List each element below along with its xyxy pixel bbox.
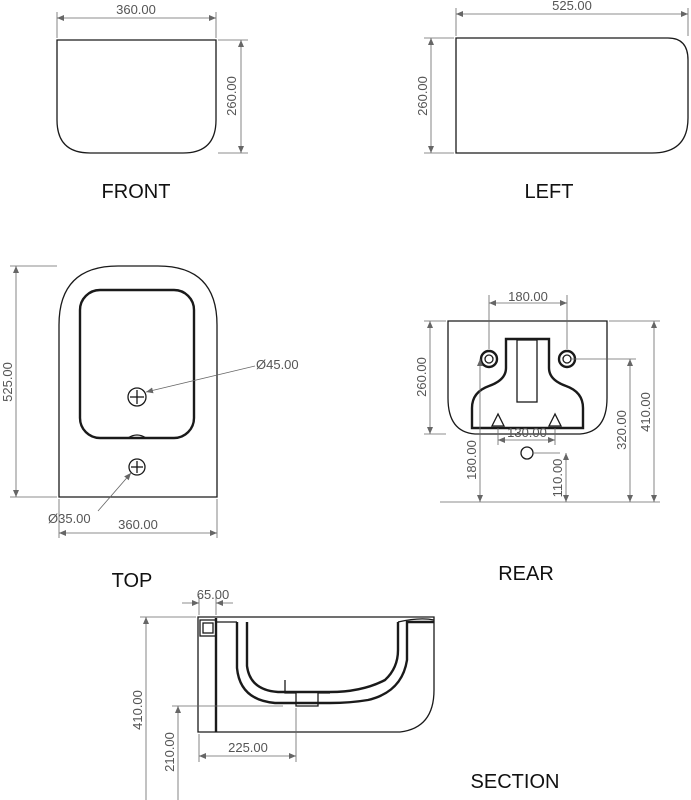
rear-mid-height-label: 320.00	[614, 410, 629, 450]
top-hole-small-label: Ø35.00	[48, 511, 91, 526]
rear-bolt-height-label: 180.00	[464, 440, 479, 480]
section-drain-trap	[284, 680, 330, 707]
rear-bolt-spacing-label: 180.00	[508, 289, 548, 304]
top-hole-small-leader	[97, 472, 132, 512]
rear-inlet-channel	[516, 339, 538, 403]
rear-view-title: REAR	[498, 563, 554, 585]
left-width-label: 525.00	[552, 0, 592, 13]
top-hole-large-leader	[145, 365, 256, 394]
rear-bolt-left	[479, 349, 499, 369]
top-width-label: 360.00	[118, 517, 158, 532]
top-view-title: TOP	[112, 570, 153, 592]
section-outer-outline	[197, 616, 435, 733]
section-bowl-outer-wall	[245, 622, 400, 694]
top-fixing-hole	[128, 458, 146, 476]
section-view: 65.00 410.00 210.00 225.00 SECTION	[130, 587, 559, 800]
top-outline	[58, 265, 218, 498]
top-bowl-rim	[78, 288, 196, 440]
rear-inlet-marker-left	[490, 412, 506, 427]
front-width-label: 360.00	[116, 2, 156, 17]
rear-drain	[520, 446, 534, 460]
section-bowl-inner-wall	[235, 620, 434, 705]
rear-inlet-marker-right	[547, 412, 563, 427]
left-height-label: 260.00	[415, 76, 430, 116]
rear-view: 180.00 130.00 260.00 180.00 110.00 320.0…	[414, 289, 660, 585]
section-height-label: 410.00	[130, 690, 145, 730]
top-overflow	[127, 434, 147, 439]
front-view: 360.00 260.00 FRONT	[56, 2, 248, 203]
section-drain-height-label: 210.00	[162, 732, 177, 772]
rear-inlet-spacing-label: 130.00	[507, 425, 547, 440]
top-hole-large-label: Ø45.00	[256, 357, 299, 372]
rear-drain-height-label: 110.00	[550, 459, 565, 498]
rear-outline	[447, 320, 608, 435]
top-depth-label: 525.00	[0, 362, 15, 402]
section-rim	[397, 618, 435, 623]
top-tap-hole	[127, 387, 147, 407]
section-drain-offset-label: 225.00	[228, 740, 268, 755]
left-view-title: LEFT	[525, 181, 574, 203]
front-outline	[56, 39, 217, 154]
left-outline	[455, 37, 689, 154]
front-height-label: 260.00	[224, 76, 239, 116]
rear-total-height-label: 410.00	[638, 392, 653, 432]
rear-height-label: 260.00	[414, 357, 429, 397]
left-view: 525.00 260.00 LEFT	[415, 0, 689, 203]
rear-inlet-housing	[470, 337, 585, 430]
section-wall-gap-label: 65.00	[197, 587, 230, 602]
section-view-title: SECTION	[471, 771, 560, 793]
top-view: Ø45.00 Ø35.00 525.00 360.00 TOP	[0, 265, 299, 592]
front-view-title: FRONT	[102, 181, 171, 203]
